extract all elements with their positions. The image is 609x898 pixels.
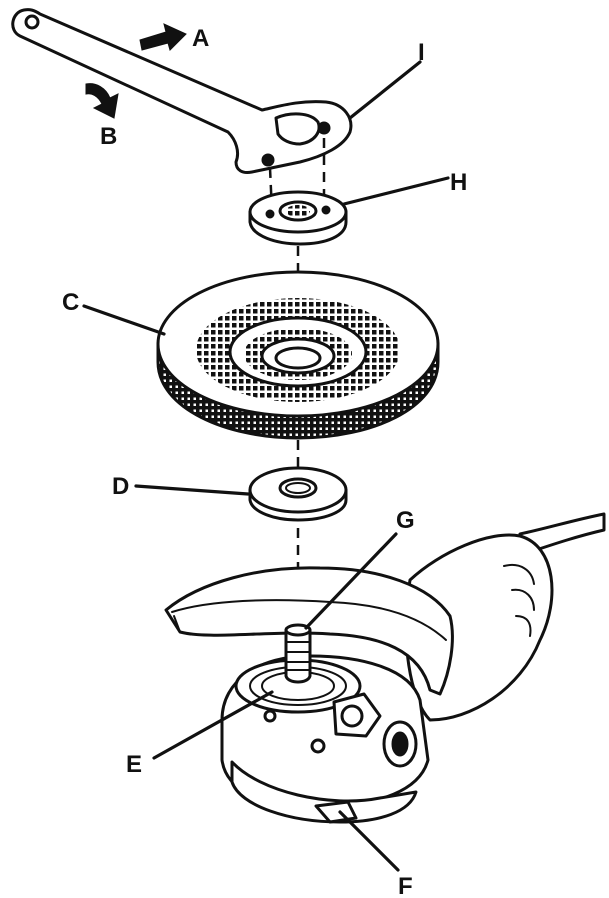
spanner-wrench bbox=[11, 8, 353, 213]
label-f: F bbox=[398, 873, 413, 898]
angle-grinder bbox=[164, 512, 606, 824]
label-c: C bbox=[62, 289, 79, 316]
flange-nut bbox=[248, 190, 348, 246]
leader-line-e bbox=[152, 690, 274, 760]
direction-arrow-b bbox=[85, 83, 119, 119]
grinding-wheel bbox=[156, 270, 440, 440]
leader-line-g bbox=[304, 532, 398, 630]
leader-line-c bbox=[82, 304, 166, 336]
inner-flange bbox=[248, 466, 348, 522]
leader-line-f bbox=[338, 810, 400, 872]
leader-line-h bbox=[342, 176, 450, 206]
leader-line-d bbox=[134, 484, 250, 496]
direction-arrow-a bbox=[139, 23, 187, 51]
leader-line-i bbox=[348, 60, 422, 120]
label-e: E bbox=[126, 751, 142, 778]
leader-lines bbox=[82, 60, 450, 872]
label-i: I bbox=[418, 39, 425, 66]
label-b: B bbox=[100, 123, 117, 150]
label-g: G bbox=[396, 507, 415, 534]
label-d: D bbox=[112, 473, 129, 500]
label-h: H bbox=[450, 169, 467, 196]
label-a: A bbox=[192, 25, 209, 52]
